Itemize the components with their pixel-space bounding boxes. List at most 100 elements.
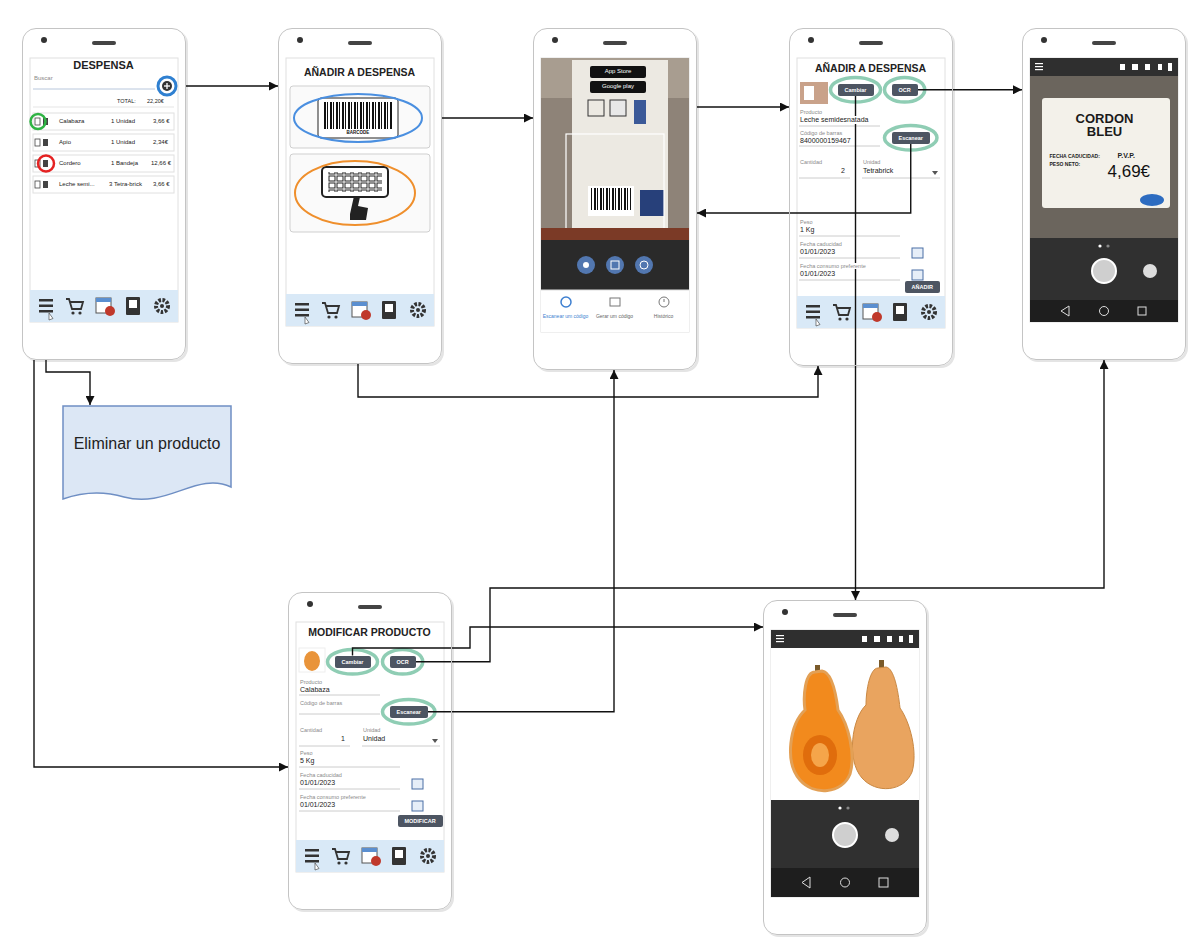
field-label: Peso <box>299 750 314 756</box>
phone-frame <box>789 28 953 366</box>
phone-frame <box>41 37 47 43</box>
field-value: Unidad <box>362 735 386 743</box>
camera-photo <box>1145 64 1150 70</box>
field-value: 1 Kg <box>799 226 815 234</box>
form-ui <box>299 648 325 672</box>
field-value: TOTAL: <box>116 98 137 104</box>
field-label: Fecha consumo preferente <box>299 794 367 800</box>
camera-photo <box>635 256 653 274</box>
field-label: Buscar <box>33 75 54 82</box>
field-value: 12,66 € <box>150 160 172 167</box>
add-option-ui <box>290 86 430 148</box>
camera-photo <box>909 635 913 643</box>
phone-screen <box>763 600 927 935</box>
action-button: AÑADIR <box>905 281 940 294</box>
camera-photo <box>640 190 664 216</box>
camera-photo <box>1030 300 1178 322</box>
camera-photo <box>611 261 619 269</box>
pantry-list-ui <box>43 160 48 167</box>
flow-arrow <box>697 144 911 213</box>
camera-photo <box>776 635 784 636</box>
phone-frame <box>297 37 303 43</box>
pantry-list-ui <box>33 89 155 90</box>
form-ui <box>362 746 440 747</box>
field-value: Tetrabrick <box>862 167 894 175</box>
phone-frame <box>290 594 454 912</box>
field-value: 01/01/2023 <box>799 248 836 256</box>
form-ui <box>799 258 900 259</box>
camera-controls <box>838 806 841 809</box>
pantry-list-ui <box>35 118 40 125</box>
phone-frame <box>533 28 699 372</box>
phone-frame <box>1022 28 1186 360</box>
camera-photo <box>862 636 867 642</box>
field-value: Leche semi... <box>58 181 96 188</box>
camera-controls <box>846 806 849 809</box>
camera-photo <box>771 648 919 800</box>
highlight-ring <box>31 77 177 172</box>
phone-frame <box>1030 58 1178 322</box>
field-label: Código de barras <box>299 700 343 706</box>
camera-photo <box>1030 58 1178 322</box>
camera-photo <box>776 641 784 642</box>
pantry-list-ui <box>166 83 167 89</box>
form-ui <box>304 651 320 671</box>
camera-photo <box>541 290 689 332</box>
action-button: Cambiar <box>335 656 371 669</box>
pantry-list-ui <box>35 181 40 188</box>
pantry-list-ui <box>43 139 48 146</box>
camera-photo <box>1143 264 1157 278</box>
form-ui <box>912 248 923 258</box>
camera-photo <box>874 636 880 642</box>
phone-screen: AÑADIR A DESPENSA <box>278 28 442 364</box>
tab-label: Histórico <box>654 314 673 320</box>
camera-photo <box>610 100 626 116</box>
phone-frame <box>92 41 116 45</box>
camera-photo <box>1100 307 1109 316</box>
phone-screen: AÑADIR A DESPENSACambiarOCREscanearAÑADI… <box>789 28 953 366</box>
field-value: 01/01/2023 <box>299 801 336 809</box>
field-label: Fecha caducidad <box>799 241 843 247</box>
field-value: Calabaza <box>299 686 331 694</box>
pantry-list-ui <box>35 139 40 146</box>
form-ui <box>800 82 828 104</box>
button-label: Cambiar <box>845 87 867 94</box>
add-option-ui <box>294 94 422 142</box>
camera-photo <box>1132 64 1138 70</box>
photo-text: 4,69€ <box>1108 162 1151 182</box>
form-ui <box>799 82 940 280</box>
field-value: 01/01/2023 <box>299 779 336 787</box>
field-label: Cantidad <box>299 727 323 733</box>
pantry-list-ui <box>33 107 174 108</box>
phone-frame <box>358 605 382 609</box>
action-button: Cambiar <box>838 84 874 97</box>
phone-frame <box>288 592 452 910</box>
phone-frame <box>278 28 444 366</box>
field-value: Calabaza <box>58 118 85 125</box>
field-label: Peso <box>799 219 814 225</box>
camera-controls <box>771 800 919 897</box>
field-label: Producto <box>299 679 323 685</box>
pumpkin-picture <box>791 660 915 791</box>
camera-photo <box>1030 76 1178 238</box>
document-outline <box>63 406 231 499</box>
camera-photo <box>1168 63 1172 71</box>
form-ui <box>299 695 380 696</box>
tab-label: Escanear um código <box>543 314 589 320</box>
camera-photo <box>590 81 646 93</box>
pantry-list-ui <box>33 176 174 193</box>
pantry-list-ui <box>43 181 48 188</box>
field-value: 3,66 € <box>152 181 171 188</box>
pantry-list-ui <box>162 81 172 91</box>
phone-frame <box>789 28 955 368</box>
camera-controls <box>879 878 888 887</box>
field-label: Unidad <box>862 159 881 165</box>
button-label: Escanear <box>899 135 923 142</box>
phone-frame <box>797 58 945 328</box>
photo-text: P.V.P. <box>1118 152 1135 160</box>
camera-photo <box>590 66 646 78</box>
nav-bar <box>30 290 178 322</box>
camera-photo <box>1061 306 1069 316</box>
camera-photo <box>771 630 919 800</box>
phone-frame <box>296 622 444 872</box>
